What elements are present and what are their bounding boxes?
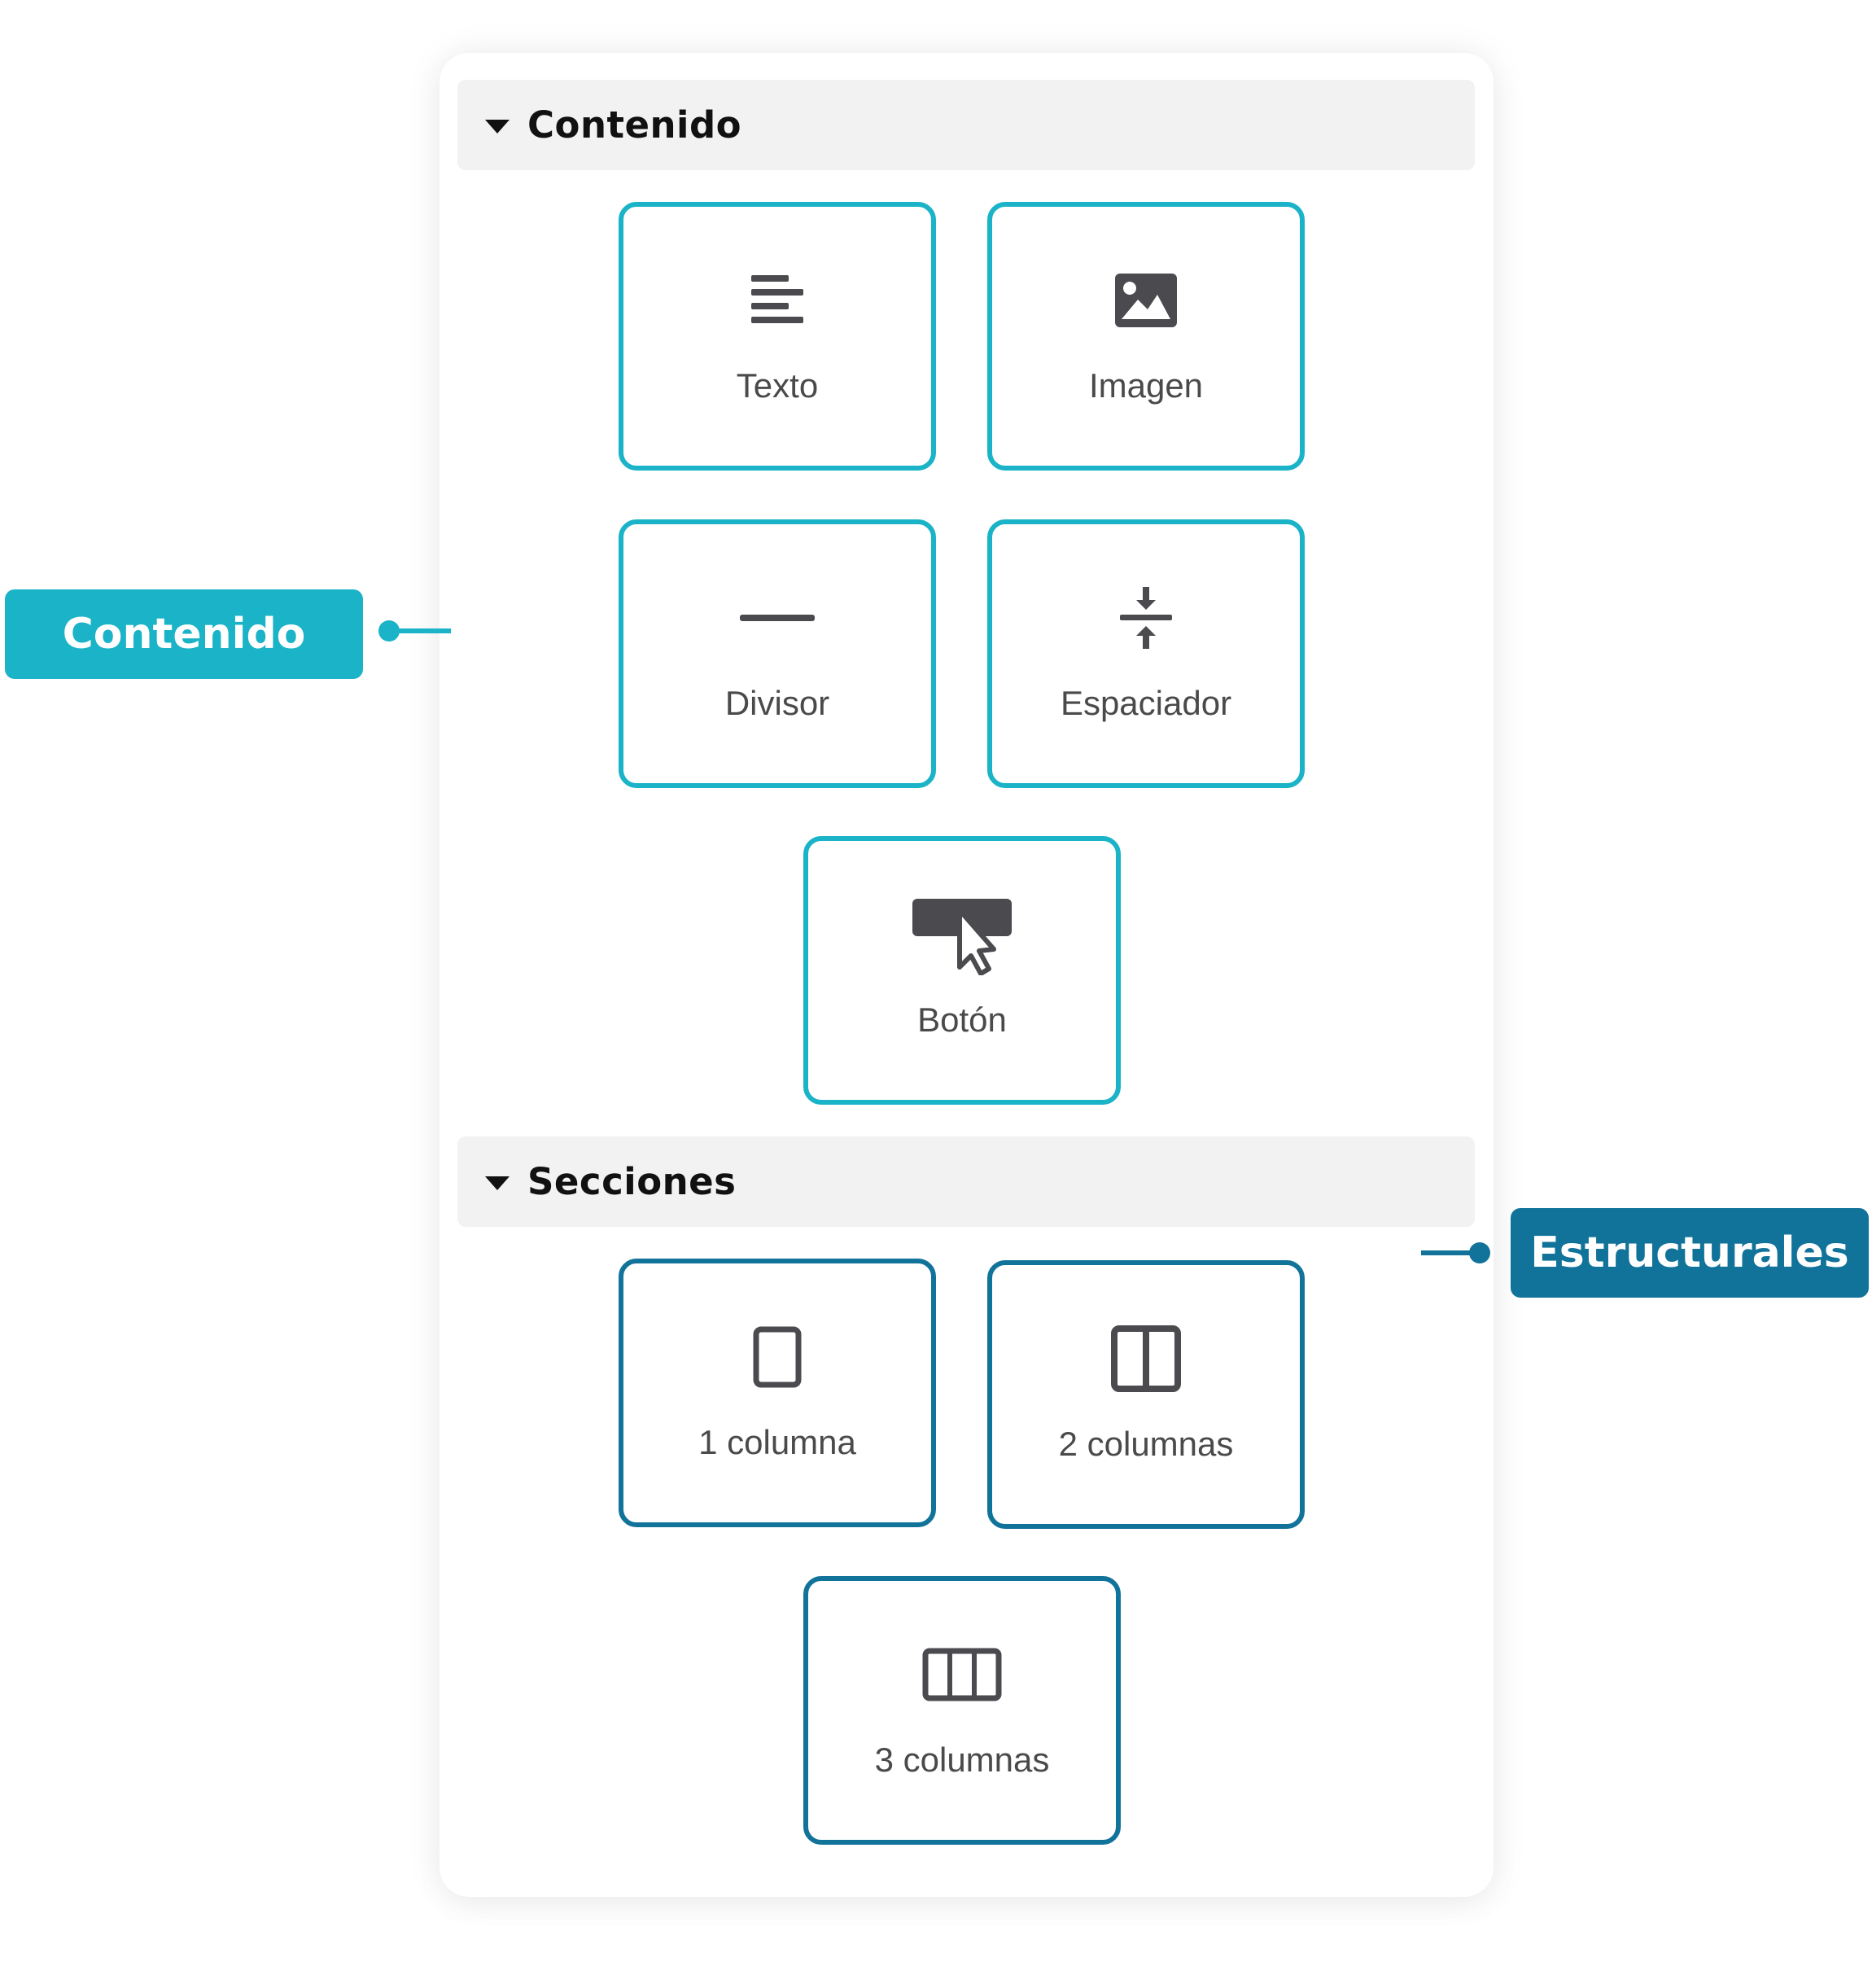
image-icon: [1089, 264, 1203, 337]
block-label-button: Botón: [917, 1001, 1007, 1039]
section-title-content: Contenido: [527, 103, 742, 147]
block-tile-divider[interactable]: Divisor: [619, 519, 936, 788]
block-tile-image[interactable]: Imagen: [987, 202, 1305, 471]
block-tile-one-column[interactable]: 1 columna: [619, 1259, 936, 1527]
block-tile-three-columns[interactable]: 3 columnas: [803, 1576, 1121, 1845]
spacer-icon: [1089, 581, 1203, 655]
two-columns-icon: [1089, 1322, 1203, 1395]
callout-content: Contenido: [5, 589, 363, 679]
button-cursor-icon: [905, 898, 1019, 975]
divider-icon: [720, 581, 834, 655]
block-tile-text[interactable]: Texto: [619, 202, 936, 471]
one-column-icon: [720, 1320, 834, 1394]
caret-down-icon: [485, 1176, 510, 1190]
block-tile-two-columns[interactable]: 2 columnas: [987, 1260, 1305, 1529]
block-label-three-columns: 3 columnas: [874, 1741, 1050, 1779]
section-header-structure[interactable]: Secciones: [457, 1136, 1475, 1227]
section-title-structure: Secciones: [527, 1160, 737, 1203]
block-tile-button[interactable]: Botón: [803, 836, 1121, 1105]
section-header-content[interactable]: Contenido: [457, 80, 1475, 170]
block-label-divider: Divisor: [724, 684, 830, 722]
callout-dot-structural: [1469, 1242, 1490, 1263]
callout-connector-content: [389, 628, 451, 633]
callout-structural: Estructurales: [1511, 1208, 1869, 1298]
block-tile-spacer[interactable]: Espaciador: [987, 519, 1305, 788]
block-label-two-columns: 2 columnas: [1058, 1425, 1234, 1463]
caret-down-icon: [485, 120, 510, 134]
callout-connector-structural: [1421, 1250, 1480, 1255]
block-label-spacer: Espaciador: [1060, 684, 1232, 722]
three-columns-icon: [905, 1638, 1019, 1711]
block-label-text: Texto: [736, 366, 819, 405]
block-label-one-column: 1 columna: [698, 1423, 856, 1461]
block-label-image: Imagen: [1088, 366, 1204, 405]
text-align-icon: [720, 264, 834, 337]
